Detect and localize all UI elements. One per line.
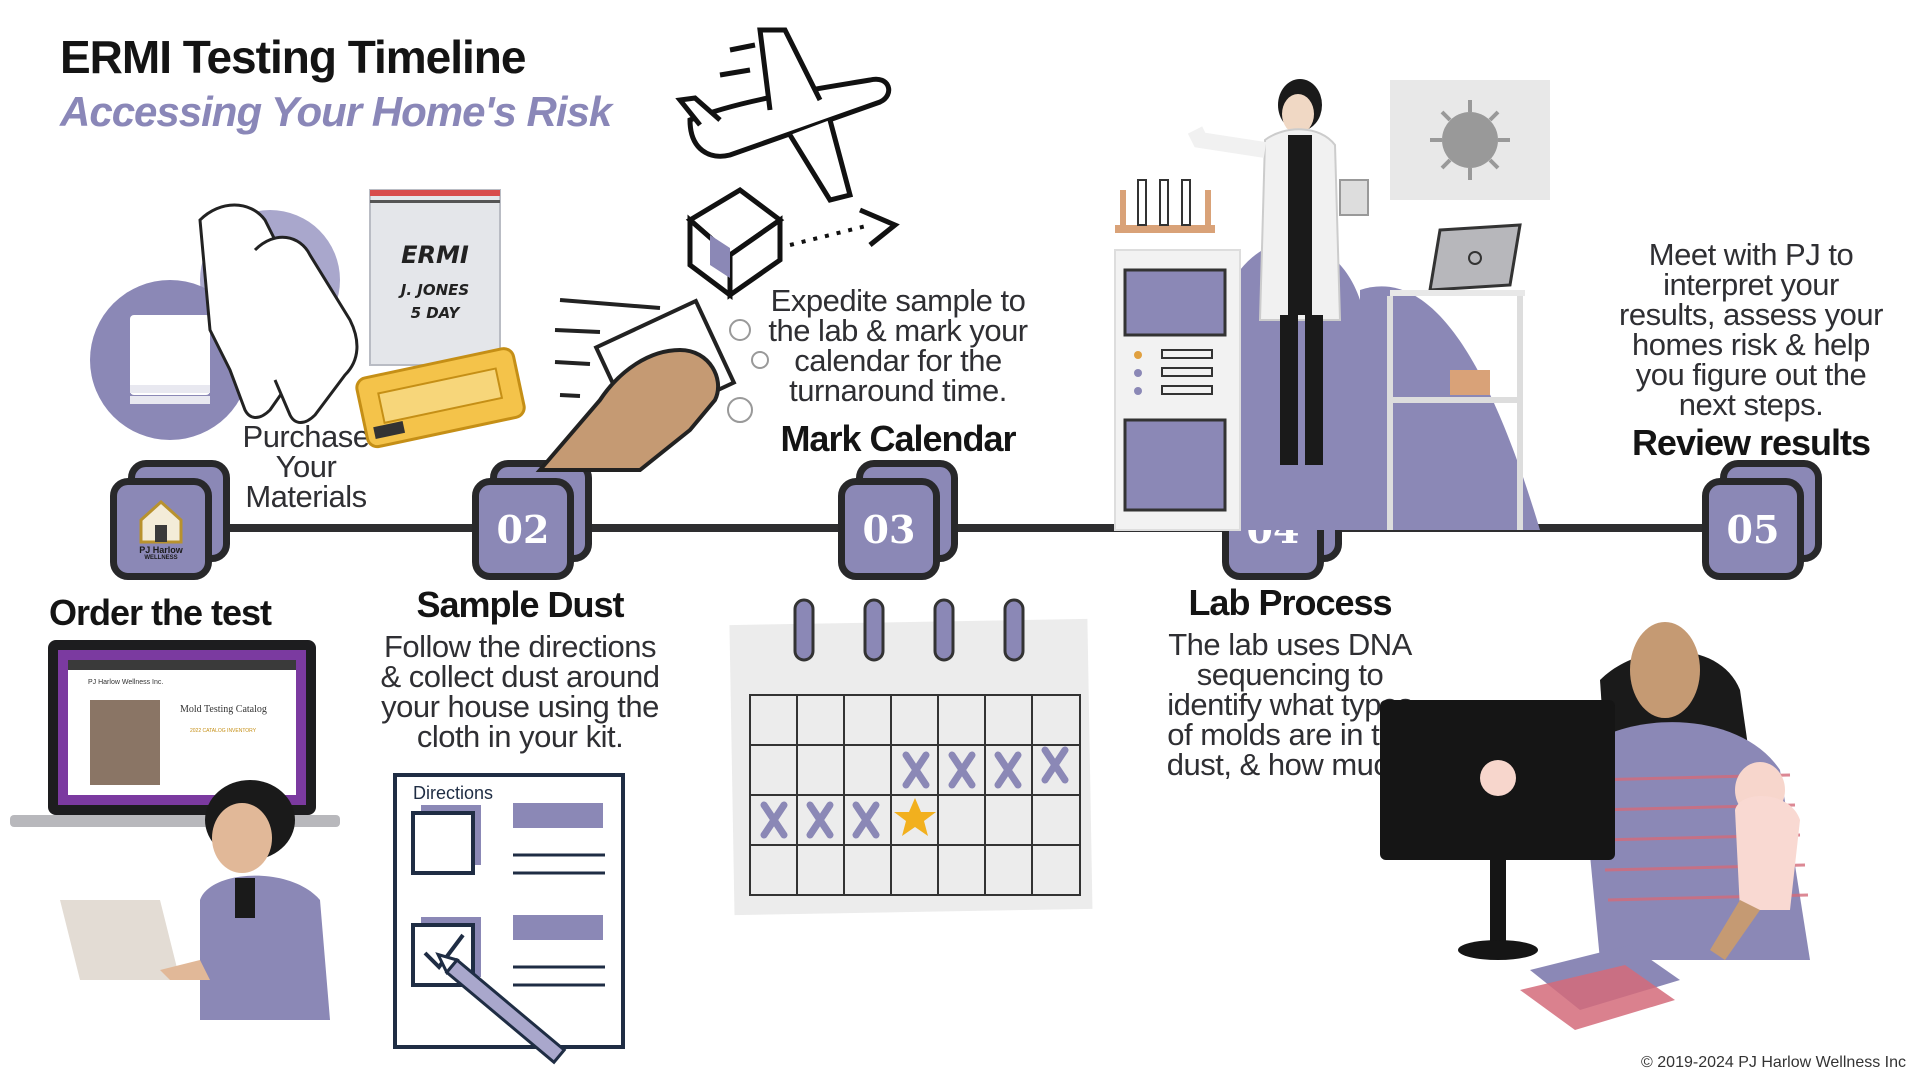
sample-bag-icon bbox=[369, 189, 501, 366]
node-logo: PJ Harlow WELLNESS bbox=[110, 478, 212, 580]
photo-placeholder bbox=[90, 700, 160, 785]
node-number: 05 bbox=[1702, 478, 1804, 580]
step-2-description: Follow the directions & collect dust aro… bbox=[380, 629, 660, 754]
glove-icon bbox=[253, 235, 359, 424]
airplane-icon bbox=[675, 27, 892, 203]
logo-name: PJ Harlow bbox=[139, 544, 183, 555]
motion-lines bbox=[554, 298, 661, 398]
review-results-illustration bbox=[1380, 622, 1810, 1030]
house-icon bbox=[139, 499, 183, 543]
hand-wiping-illustration bbox=[535, 298, 769, 472]
step-3-description: Expedite sample to the lab & mark your c… bbox=[768, 283, 1028, 408]
step-4-heading: Lab Process bbox=[1188, 582, 1392, 623]
virus-poster bbox=[1390, 80, 1550, 200]
step-1-heading: Order the test bbox=[48, 592, 272, 633]
speed-lines bbox=[719, 42, 756, 78]
copyright-text: © 2019-2024 PJ Harlow Wellness Inc bbox=[1641, 1054, 1906, 1071]
laptop-icon bbox=[60, 900, 180, 980]
bag-line-2: J. JONES bbox=[398, 281, 469, 299]
scientist bbox=[1187, 79, 1369, 465]
woman-laptop-illustration bbox=[60, 780, 330, 1020]
page-subtitle: Accessing Your Home's Risk bbox=[60, 88, 612, 135]
calendar-rings bbox=[793, 598, 1025, 662]
timeline-line bbox=[160, 524, 1780, 532]
directions-sheet: Directions bbox=[393, 773, 625, 1065]
step-3-heading: Mark Calendar bbox=[780, 418, 1016, 459]
timeline-node-01: PJ Harlow WELLNESS bbox=[110, 460, 230, 580]
checkbox-icon bbox=[411, 811, 475, 875]
calendar-x-marks bbox=[760, 746, 1069, 839]
materials-illustration: ERMI J. JONES 5 DAY bbox=[90, 189, 526, 449]
package-icon bbox=[685, 186, 785, 300]
timeline-node-03: 03 bbox=[838, 460, 958, 580]
cloth-icon bbox=[130, 315, 210, 395]
hand-icon bbox=[535, 347, 721, 472]
timeline-node-02: 02 bbox=[472, 460, 592, 580]
bag-line-1: ERMI bbox=[401, 241, 469, 269]
purchase-label: Purchase Your Materials bbox=[242, 419, 370, 514]
laptop-catalog-title: Mold Testing Catalog bbox=[180, 704, 267, 715]
calendar-illustration bbox=[729, 598, 1093, 916]
baby bbox=[1710, 762, 1800, 960]
woman-body bbox=[200, 875, 330, 1020]
node-number: 02 bbox=[472, 478, 574, 580]
node-number: 03 bbox=[838, 478, 940, 580]
shipping-illustration bbox=[675, 27, 900, 300]
pencil-icon bbox=[435, 952, 567, 1065]
step-5-description: Meet with PJ to interpret your results, … bbox=[1619, 237, 1883, 422]
step-5-heading: Review results bbox=[1631, 422, 1871, 463]
lab-laptop-icon bbox=[1390, 223, 1525, 296]
monitor-icon bbox=[1380, 700, 1615, 960]
calendar-grid bbox=[749, 694, 1081, 896]
star-icon bbox=[894, 798, 936, 836]
logo-tagline: WELLNESS bbox=[144, 554, 178, 561]
wipes-pack-icon bbox=[355, 347, 526, 449]
laptop-inventory-label: 2022 CATALOG INVENTORY bbox=[190, 728, 257, 734]
directions-label: Directions bbox=[413, 783, 493, 803]
arrow-icon bbox=[859, 207, 900, 247]
laptop-company: PJ Harlow Wellness Inc. bbox=[88, 679, 163, 686]
laptop-catalog-illustration: PJ Harlow Wellness Inc. Mold Testing Cat… bbox=[10, 640, 340, 827]
bag-line-3: 5 DAY bbox=[411, 304, 462, 322]
test-tube-rack bbox=[1115, 179, 1215, 233]
step-4-description: The lab uses DNA sequencing to identify … bbox=[1166, 627, 1414, 782]
timeline-node-05: 05 bbox=[1702, 460, 1822, 580]
step-2-heading: Sample Dust bbox=[416, 584, 624, 625]
lab-shelf bbox=[1387, 296, 1523, 530]
lab-illustration bbox=[1114, 79, 1550, 531]
page-title: ERMI Testing Timeline bbox=[60, 31, 526, 83]
